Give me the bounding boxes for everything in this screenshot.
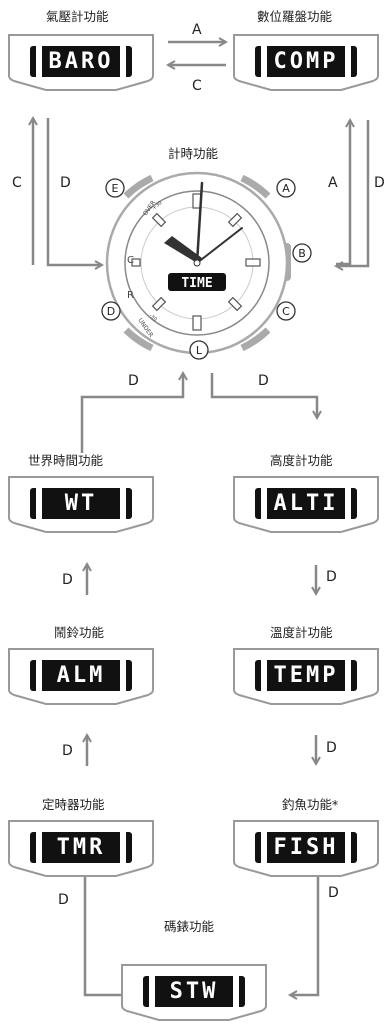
- button-e-label: E: [112, 182, 119, 195]
- alti-title: 高度計功能: [270, 453, 333, 468]
- button-d: [101, 301, 121, 321]
- marker-9: [131, 258, 141, 267]
- button-c-label: C: [282, 305, 290, 318]
- marker-3: [245, 258, 261, 267]
- arrow-left-down: [46, 118, 102, 265]
- button-a: [276, 178, 296, 198]
- label-d-alti: D: [258, 373, 269, 389]
- arrow-to-wt: [80, 373, 183, 453]
- tmr-title: 定時器功能: [42, 797, 105, 812]
- button-c: [276, 301, 296, 321]
- label-c-left: C: [12, 175, 22, 191]
- label-d-temp: D: [326, 569, 337, 585]
- marker-11: [151, 212, 167, 228]
- alm-panel: ALM: [6, 646, 156, 706]
- button-l-label: L: [196, 344, 203, 357]
- label-d-fish: D: [326, 740, 337, 756]
- label-c-top: C: [192, 78, 202, 94]
- shoulder-d: [123, 327, 154, 352]
- label-d-right: D: [374, 175, 385, 191]
- bezel-c: C: [127, 255, 134, 266]
- alm-display-text: ALM: [56, 663, 106, 688]
- fish-panel: FISH: [231, 818, 381, 878]
- label-d-stw-right: D: [328, 885, 339, 901]
- alti-panel: ALTI: [231, 474, 381, 534]
- label-d-tmr: D: [62, 743, 73, 759]
- button-l: [189, 340, 209, 360]
- marker-1: [227, 212, 243, 228]
- label-d-left: D: [60, 175, 71, 191]
- label-d-stw-left: D: [58, 892, 69, 908]
- marker-5: [227, 296, 243, 312]
- label-d-alm: D: [62, 572, 73, 588]
- baro-display: BARO: [30, 46, 132, 77]
- label-a-right: A: [328, 175, 338, 191]
- minute-hand: [195, 181, 204, 265]
- wt-title: 世界時間功能: [28, 453, 104, 468]
- fish-display-text: FISH: [273, 835, 339, 860]
- fish-display: FISH: [255, 832, 357, 863]
- tmr-panel: TMR: [6, 818, 156, 878]
- label-a-top: A: [192, 22, 202, 38]
- timekeeping-title: 計時功能: [168, 146, 219, 161]
- comp-display-text: COMP: [273, 49, 339, 74]
- button-e: [105, 178, 125, 198]
- hand-pin: [193, 259, 201, 267]
- wt-display: WT: [30, 488, 132, 519]
- hour-hand: [164, 236, 202, 263]
- marker-6: [192, 315, 202, 331]
- temp-title: 溫度計功能: [270, 625, 333, 640]
- button-b: [292, 243, 312, 263]
- temp-display: TEMP: [255, 660, 357, 691]
- alm-display: ALM: [30, 660, 132, 691]
- alm-title: 鬧鈴功能: [54, 625, 105, 640]
- tmr-display: TMR: [30, 832, 132, 863]
- temp-display-text: TEMP: [273, 663, 339, 688]
- stw-display: STW: [143, 976, 245, 1007]
- watch-illustration: C R OVER UNDER +30 -30 TIME: [105, 171, 291, 355]
- bezel-r: R: [127, 290, 134, 301]
- tmr-display-text: TMR: [56, 835, 106, 860]
- arrow-right-down: [336, 120, 370, 266]
- arrow-stw-to-tmr: [85, 858, 122, 997]
- wt-display-text: WT: [64, 491, 98, 516]
- baro-panel: BARO: [6, 32, 156, 92]
- stw-panel: STW: [119, 962, 269, 1022]
- baro-display-text: BARO: [48, 49, 114, 74]
- arrow-to-alti: [210, 373, 317, 418]
- button-b-label: B: [298, 247, 306, 260]
- wt-panel: WT: [6, 474, 156, 534]
- alti-display-text: ALTI: [273, 491, 339, 516]
- alti-display: ALTI: [255, 488, 357, 519]
- label-d-wt: D: [128, 373, 139, 389]
- button-d-label: D: [107, 305, 115, 318]
- comp-panel: COMP: [231, 32, 381, 92]
- button-a-label: A: [282, 182, 290, 195]
- shoulder-c: [240, 327, 271, 352]
- temp-panel: TEMP: [231, 646, 381, 706]
- second-hand: [196, 227, 243, 264]
- marker-7: [151, 296, 167, 312]
- baro-title: 氣壓計功能: [46, 9, 109, 24]
- stw-title: 碼錶功能: [164, 919, 215, 934]
- shoulder-a: [240, 174, 271, 199]
- comp-title: 數位羅盤功能: [257, 9, 333, 24]
- watch-lcd-text: TIME: [181, 276, 212, 291]
- bezel-p30: +30: [151, 200, 163, 211]
- arrow-fish-to-stw: [290, 855, 320, 995]
- shoulder-e: [123, 174, 154, 199]
- fish-title: 釣魚功能*: [282, 797, 339, 812]
- comp-display: COMP: [255, 46, 357, 77]
- watch-lcd: [168, 273, 226, 291]
- bezel-m30: -30: [148, 313, 158, 323]
- stw-display-text: STW: [169, 979, 219, 1004]
